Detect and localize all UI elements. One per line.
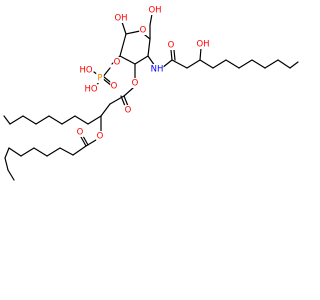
atom-label-bg [76,127,84,137]
atom-label-bg [167,40,175,50]
atom-label-bg [196,39,210,49]
atom-label-o-phos-link: O [114,58,121,68]
atom-label-o-ester3-co: O [125,106,132,116]
atom-label-bg [96,73,104,83]
atom-label-nh: NH [151,65,164,75]
atom-label-o-amide: O [168,41,175,51]
atom-label-o-ester3: O [132,79,139,89]
atom-label-oh-side: OH [196,40,209,50]
atom-label-bg [114,13,128,23]
atom-label-oh-p2: HO [84,85,97,95]
bond-lines [3,13,299,181]
atom-label-bg [148,5,162,15]
atom-label-bg [113,57,121,67]
atom-label-bg [124,105,132,115]
atom-label-o-p-double: O [111,82,118,92]
atom-label-bg [79,65,93,75]
atom-label-o-ring: O [140,26,147,36]
atom-label-bg [150,64,164,74]
atom-label-oh-anomeric: OH [114,14,127,24]
atom-label-bg [96,131,104,141]
atom-label-bg [110,81,118,91]
atom-label-bg [139,25,147,35]
atom-label-o-acyl-co: O [77,128,84,138]
atom-label-bg [84,84,98,94]
atom-label-oh-p1: HO [79,66,92,76]
atom-label-p: P [97,74,102,84]
atom-label-oh-ch2: OH [148,6,161,16]
atom-label-bg [131,78,139,88]
atom-label-o-acyl: O [97,132,104,142]
